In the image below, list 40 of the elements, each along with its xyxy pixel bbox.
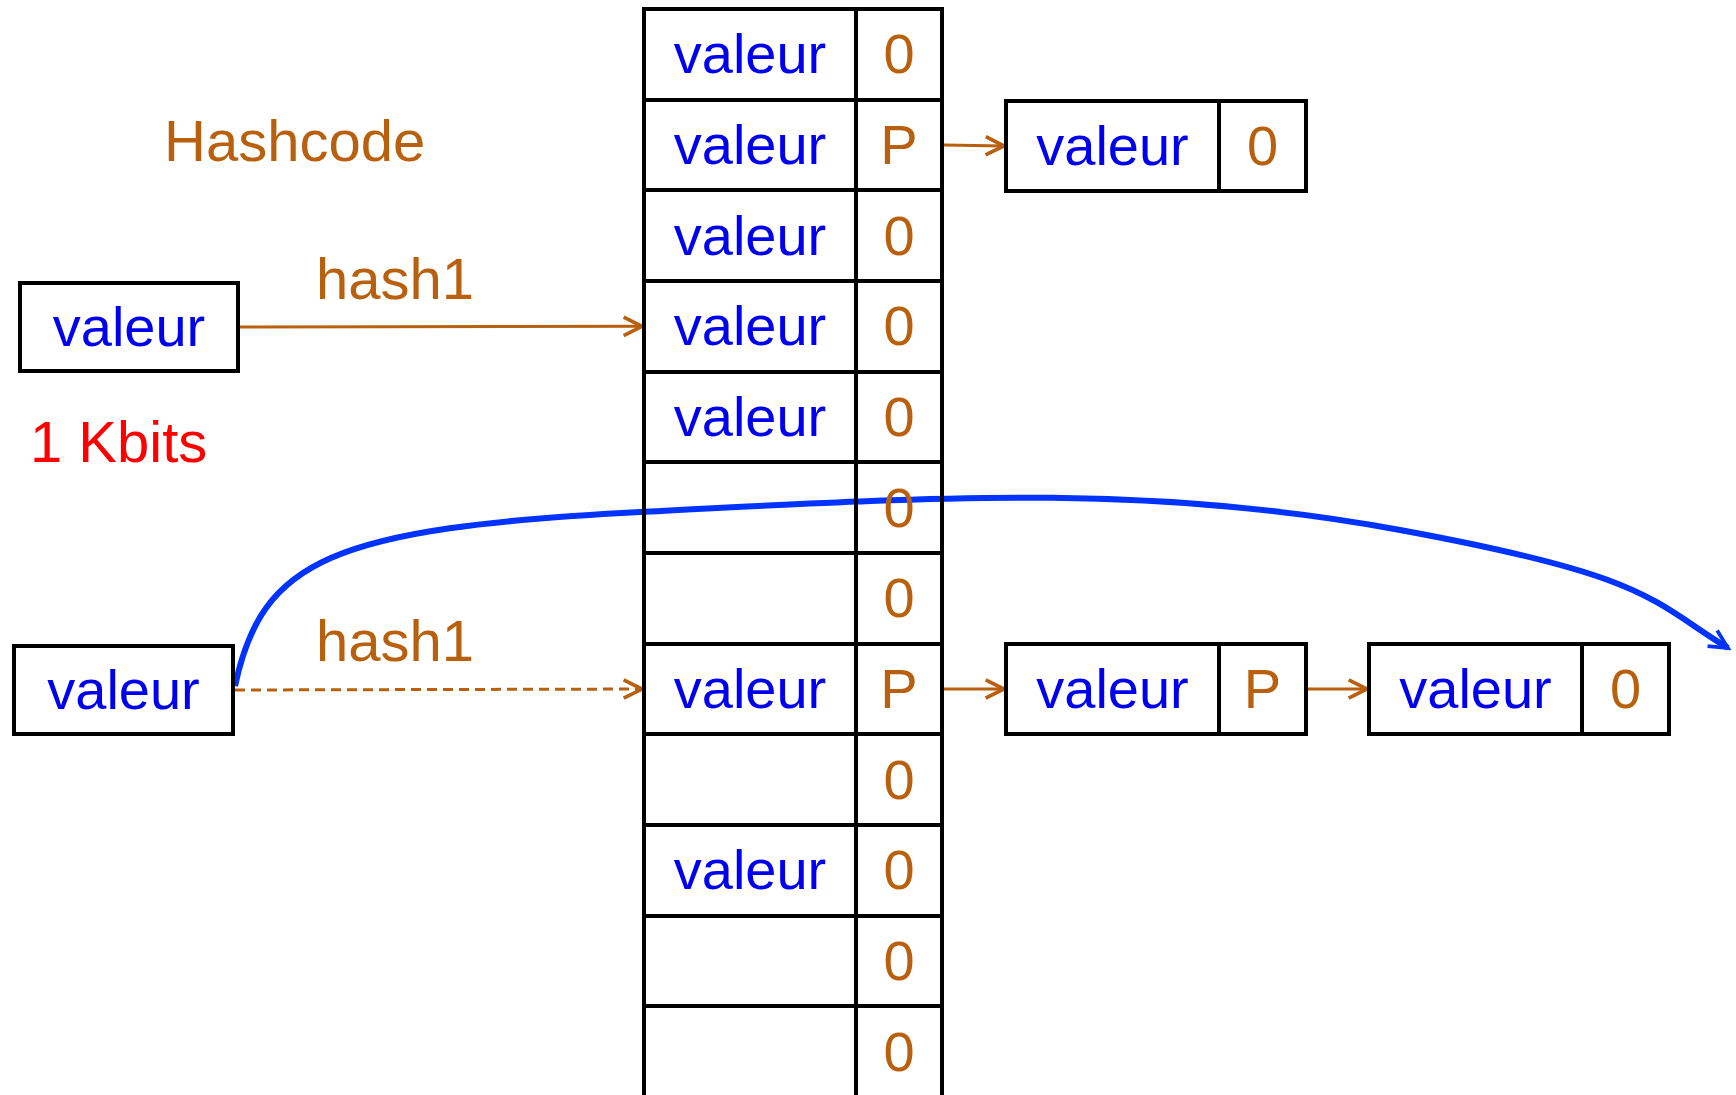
value-cell: valeur [646,283,858,370]
pointer-cell-text: 0 [1245,113,1280,179]
value-cell: valeur [1008,103,1221,189]
value-cell: valeur [646,101,858,189]
arrow [943,134,1006,157]
pointer-cell-text: 0 [882,837,916,904]
hash-table [642,7,944,1095]
edge-label: hash1 [316,612,475,670]
pointer-cell-text: P [879,656,919,722]
pointer-cell-text: P [1242,656,1283,722]
arrow [240,315,644,338]
value-cell: valeur [1371,646,1584,732]
pointer-cell-text: 0 [882,21,916,88]
pointer-cell-text: 0 [882,746,916,813]
pointer-cell-text: 0 [882,293,916,360]
value-box: valeur [18,281,240,373]
value-cell: valeur [646,827,858,914]
pointer-cell-text: 0 [882,928,916,994]
value-box: valeur [12,644,235,736]
edge-label: hash1 [316,250,475,308]
value-cell: valeur [646,645,858,733]
size-note: 1 Kbits [30,413,208,471]
pointer-cell-text: 0 [882,1018,916,1085]
list-node-box [1367,642,1671,736]
arrow [232,494,1730,687]
arrow [944,678,1006,700]
list-node-box [1004,99,1308,193]
pointer-cell-text: 0 [882,565,916,632]
arrow [1308,678,1369,700]
value-cell: valeur [1008,646,1221,732]
pointer-cell-text: 0 [882,384,916,450]
pointer-cell-text: P [879,112,919,178]
value-cell: valeur [646,373,858,461]
value-cell: valeur [646,11,858,98]
pointer-cell-text: 0 [1608,656,1643,722]
pointer-cell-text: 0 [882,202,916,269]
list-node-box [1004,642,1308,736]
arrow [235,678,644,701]
value-cell: valeur [646,192,858,279]
text-label: Hashcode [164,112,426,170]
